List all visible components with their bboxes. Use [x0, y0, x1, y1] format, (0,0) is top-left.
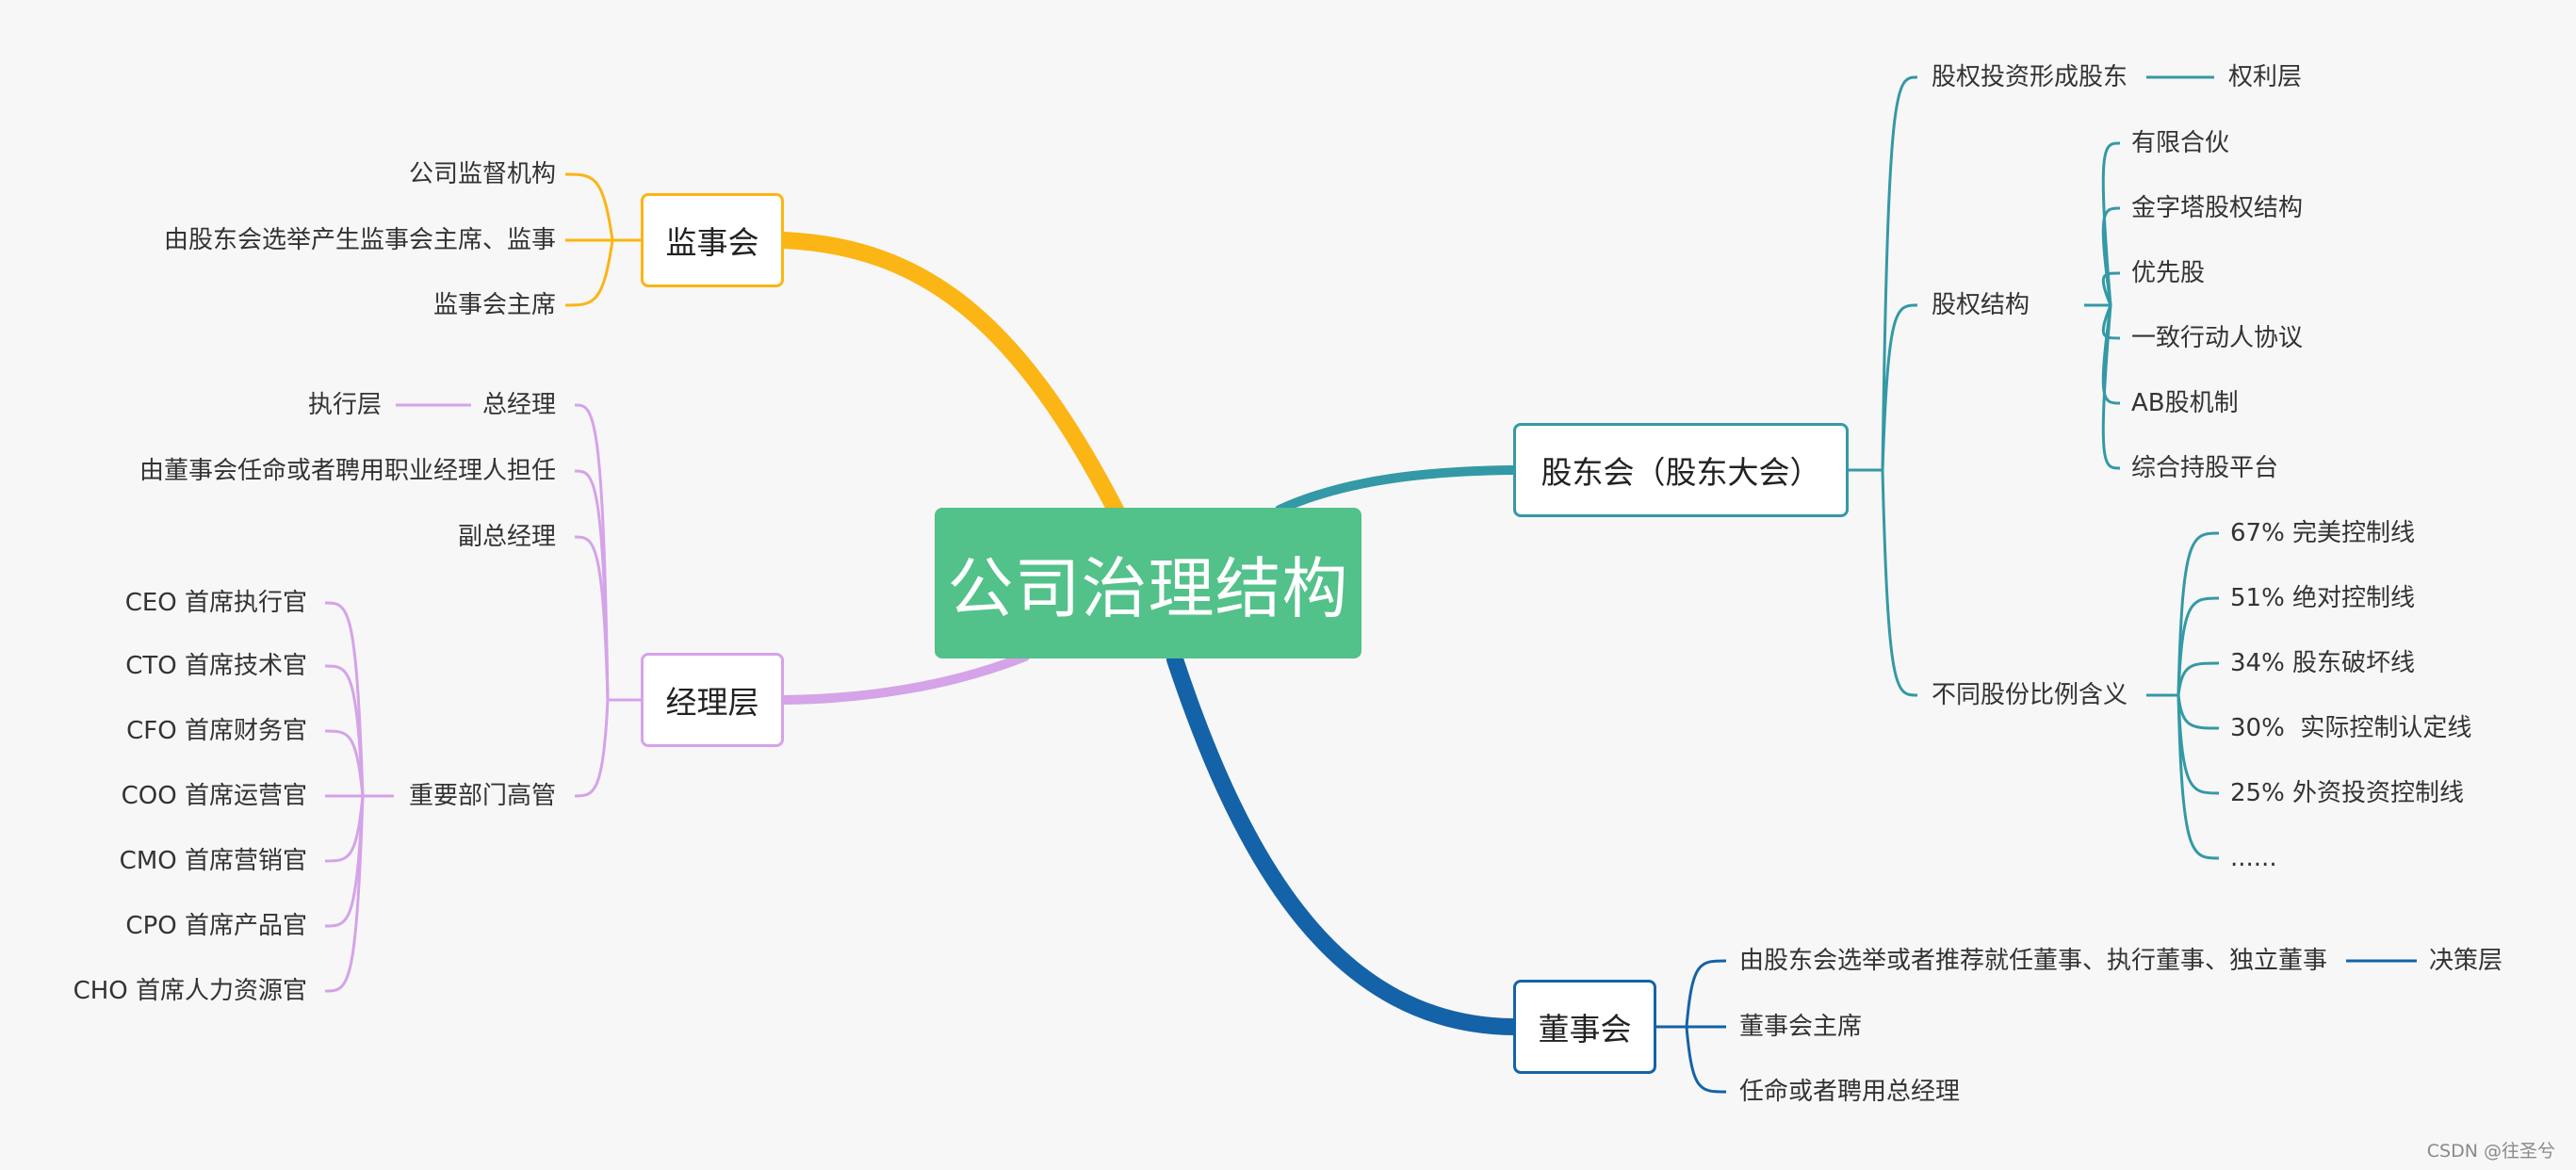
- deputy-gm[interactable]: 副总经理: [457, 523, 556, 551]
- shareholders-connectors: [1849, 75, 2220, 860]
- shareholders-node[interactable]: 股东会（股东大会）: [1513, 423, 1849, 517]
- equity-structure-label[interactable]: 股权结构: [1932, 291, 2030, 319]
- executive-item[interactable]: CTO 首席技术官: [125, 652, 307, 680]
- branch-shareholders: [1275, 465, 1518, 514]
- watermark-credit: CSDN @往圣兮: [2426, 1141, 2555, 1162]
- executive-item[interactable]: CMO 首席营销官: [119, 847, 307, 875]
- gm-tag[interactable]: 执行层: [307, 391, 382, 419]
- executives-label[interactable]: 重要部门高管: [408, 782, 556, 810]
- board-connectors: [1656, 959, 2417, 1094]
- equity-structure-item[interactable]: AB股机制: [2131, 389, 2239, 417]
- executive-item[interactable]: CHO 首席人力资源官: [73, 977, 307, 1005]
- branch-board: [1166, 651, 1522, 1035]
- board-election[interactable]: 由股东会选举或者推荐就任董事、执行董事、独立董事: [1739, 947, 2328, 975]
- ratio-item[interactable]: 34% 股东破坏线: [2230, 649, 2416, 677]
- supervisory-connectors: [564, 172, 641, 307]
- supervisory-item[interactable]: 公司监督机构: [408, 160, 556, 188]
- equity-structure-item[interactable]: 一致行动人协议: [2131, 324, 2304, 352]
- executive-item[interactable]: CFO 首席财务官: [126, 717, 307, 745]
- equity-structure-item[interactable]: 综合持股平台: [2131, 454, 2279, 482]
- executive-item[interactable]: COO 首席运营官: [121, 782, 307, 810]
- equity-structure-item[interactable]: 金字塔股权结构: [2131, 194, 2304, 222]
- branch-management: [779, 652, 1030, 705]
- ratios-label[interactable]: 不同股份比例含义: [1932, 681, 2128, 709]
- board-election-tag[interactable]: 决策层: [2429, 947, 2503, 975]
- investment-label[interactable]: 股权投资形成股东: [1932, 63, 2128, 91]
- ratio-item[interactable]: 51% 绝对控制线: [2230, 584, 2416, 612]
- board-appoint-gm[interactable]: 任命或者聘用总经理: [1739, 1078, 1961, 1106]
- ratio-item[interactable]: 25% 外资投资控制线: [2230, 779, 2465, 807]
- gm-label[interactable]: 总经理: [481, 391, 556, 419]
- board-chair[interactable]: 董事会主席: [1739, 1013, 1863, 1041]
- equity-structure-item[interactable]: 优先股: [2131, 259, 2206, 287]
- executive-item[interactable]: CPO 首席产品官: [125, 912, 307, 940]
- branch-supervisory: [775, 232, 1125, 520]
- supervisory-item[interactable]: 由股东会选举产生监事会主席、监事: [163, 226, 556, 254]
- ratio-item[interactable]: 67% 完美控制线: [2230, 519, 2416, 547]
- supervisory-item[interactable]: 监事会主席: [432, 291, 556, 319]
- executive-item[interactable]: CEO 首席执行官: [124, 589, 307, 617]
- root-topic[interactable]: 公司治理结构: [935, 508, 1361, 658]
- management-node[interactable]: 经理层: [641, 653, 784, 747]
- ratio-item[interactable]: ......: [2230, 844, 2277, 872]
- management-appoint[interactable]: 由董事会任命或者聘用职业经理人担任: [139, 457, 556, 485]
- equity-structure-item[interactable]: 有限合伙: [2131, 129, 2230, 157]
- investment-tag[interactable]: 权利层: [2228, 63, 2303, 91]
- supervisory-board-node[interactable]: 监事会: [641, 193, 784, 287]
- management-connectors: [324, 403, 641, 993]
- board-node[interactable]: 董事会: [1513, 980, 1656, 1074]
- ratio-item[interactable]: 30% 实际控制认定线: [2230, 714, 2472, 742]
